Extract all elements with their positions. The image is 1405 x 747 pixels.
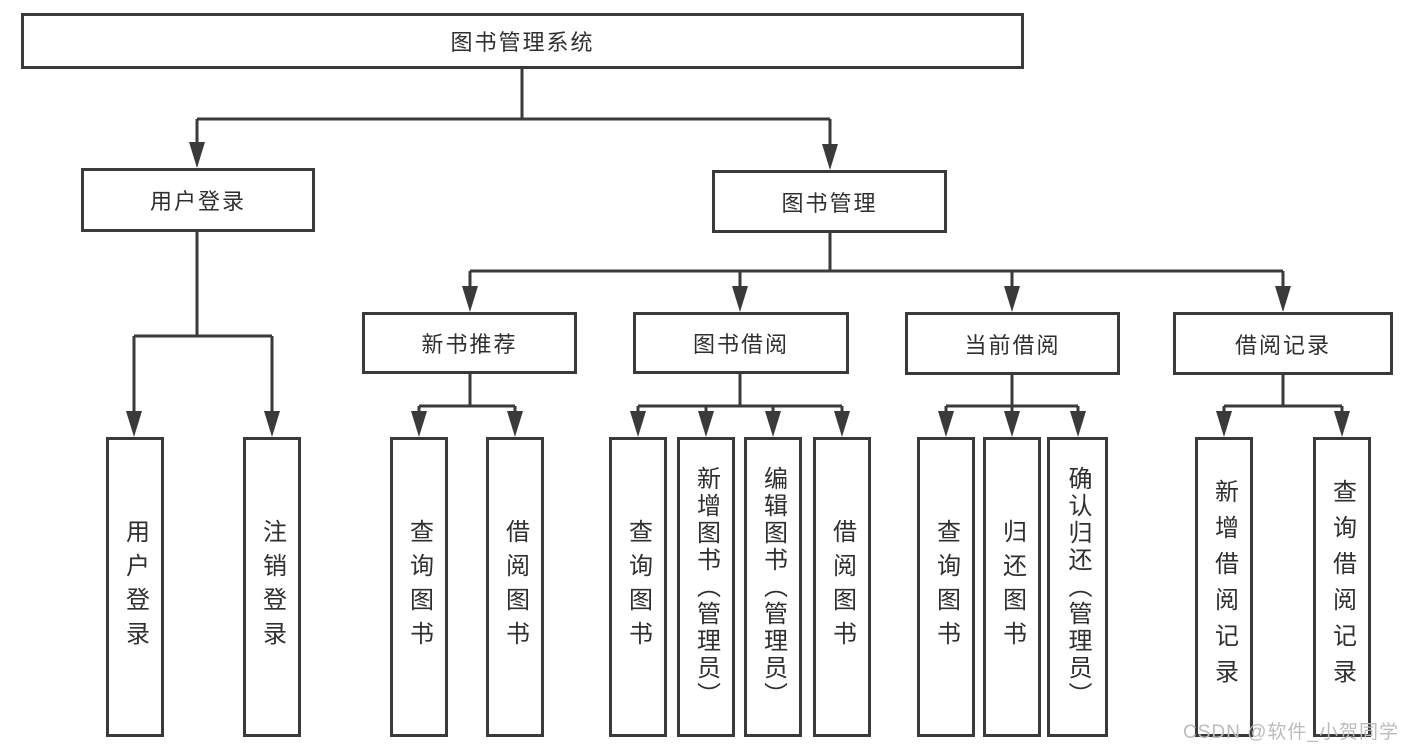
node-current-borrow: 当前借阅 — [905, 312, 1120, 375]
leaf-query-books-3: 查询图书 — [917, 437, 975, 737]
leaf-confirm-return-admin: 确认归还（管理员） — [1047, 437, 1108, 737]
watermark: CSDN @软件_小贺同学 — [1183, 722, 1399, 743]
node-borrow-records: 借阅记录 — [1173, 312, 1393, 375]
leaf-borrow-books-2: 借阅图书 — [813, 437, 871, 737]
node-root-system: 图书管理系统 — [21, 13, 1024, 69]
node-book-borrow: 图书借阅 — [633, 312, 849, 374]
node-user-login: 用户登录 — [81, 168, 315, 232]
node-book-management: 图书管理 — [712, 170, 947, 233]
leaf-add-borrow-record: 新增借阅记录 — [1195, 437, 1253, 737]
leaf-query-books-2: 查询图书 — [609, 437, 667, 737]
leaf-user-login: 用户登录 — [106, 437, 164, 737]
leaf-edit-book-admin: 编辑图书（管理员） — [744, 437, 802, 737]
leaf-query-borrow-record: 查询借阅记录 — [1313, 437, 1371, 737]
leaf-borrow-books-1: 借阅图书 — [486, 437, 544, 737]
node-new-book-recommend: 新书推荐 — [362, 312, 577, 374]
leaf-add-book-admin: 新增图书（管理员） — [677, 437, 735, 737]
leaf-query-books-1: 查询图书 — [390, 437, 448, 737]
leaf-return-books: 归还图书 — [983, 437, 1041, 737]
leaf-logout: 注销登录 — [243, 437, 301, 737]
